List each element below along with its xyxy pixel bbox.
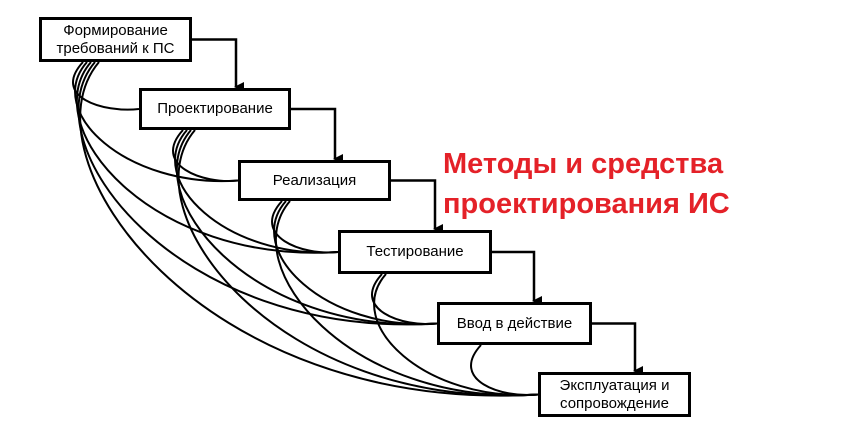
stage-label: Реализация [272,171,357,189]
feedback-curve [274,200,539,397]
feedback-curve [79,61,539,397]
feedback-curve [172,129,239,183]
stage-box-implementation: Реализация [238,160,391,201]
title-line-1: Методы и средства [443,148,724,180]
stage-box-testing: Тестирование [338,230,492,274]
stage-box-deployment: Ввод в действие [437,302,592,345]
flow-arrow [192,38,244,92]
stage-label: Эксплуатация и сопровождение [559,376,670,412]
stage-label: Проектирование [157,100,273,117]
stage-label: Тестирование [366,243,464,260]
feedback-curve [72,61,140,111]
feedback-curve [273,200,438,326]
stage-label: Формирование требований к ПС [56,21,175,57]
feedback-curve [371,273,438,326]
flow-arrow [592,322,643,376]
feedback-curve [174,129,339,254]
flow-arrow [291,107,343,164]
feedback-curve [373,273,539,397]
stage-box-design: Проектирование [139,88,291,130]
stage-label: Ввод в действие [456,314,573,332]
feedback-curve [271,200,339,254]
slide-title: Методы и средства проектирования ИС [443,144,730,224]
stage-box-requirements: Формирование требований к ПС [39,17,192,62]
feedback-curve [470,344,539,397]
feedback-curve [77,61,438,326]
feedback-curve [75,61,339,254]
title-line-2: проектирования ИС [443,188,730,220]
stage-box-operation: Эксплуатация и сопровождение [538,372,691,417]
feedback-curve [175,129,438,326]
flow-arrow [391,179,443,234]
flow-arrow [492,250,542,306]
feedback-curve [74,61,239,183]
feedback-curve [177,129,539,397]
